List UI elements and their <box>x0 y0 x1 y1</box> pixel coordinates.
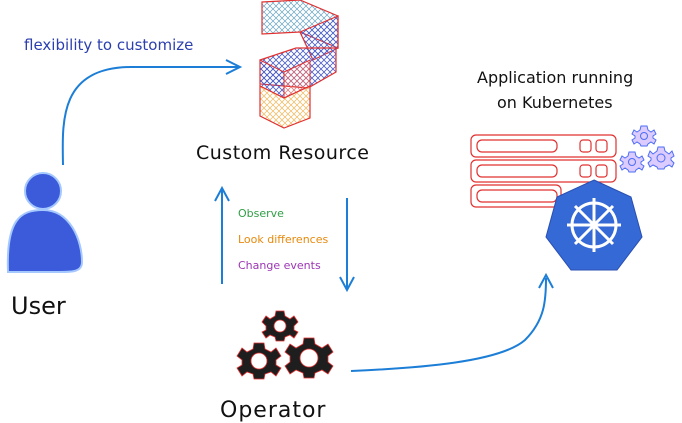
user-label: User <box>11 292 66 320</box>
arrow-operator-to-app <box>350 272 554 372</box>
kubernetes-logo-icon <box>545 179 643 271</box>
custom-resource-label: Custom Resource <box>196 142 370 164</box>
application-label-line1: Application running <box>477 68 634 87</box>
operator-label: Operator <box>220 398 327 423</box>
custom-resource-icon <box>259 0 339 129</box>
observe-label: Observe <box>238 207 284 220</box>
look-differences-label: Look differences <box>238 233 329 246</box>
arrow-down <box>339 198 355 293</box>
user-icon <box>6 172 84 273</box>
flexibility-label: flexibility to customize <box>24 36 194 54</box>
change-events-label: Change events <box>238 259 321 272</box>
app-gears-icon <box>619 125 675 173</box>
application-label-line2: on Kubernetes <box>497 93 613 112</box>
arrow-user-to-cr <box>61 59 243 166</box>
arrow-up <box>214 185 230 284</box>
operator-gears-icon <box>236 310 334 380</box>
